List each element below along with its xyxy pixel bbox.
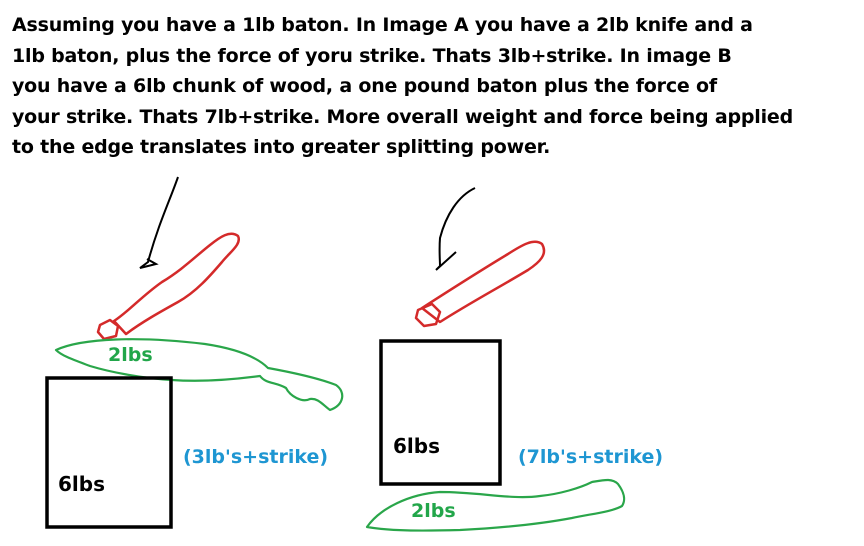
arrow-b bbox=[435, 187, 476, 271]
description-line: Assuming you have a 1lb baton. In Image … bbox=[12, 14, 753, 36]
image-b bbox=[365, 187, 626, 532]
knife-a bbox=[54, 338, 344, 412]
wood-block-a bbox=[45, 376, 173, 529]
description-line: you have a 6lb chunk of wood, a one poun… bbox=[12, 75, 717, 97]
image-a bbox=[45, 176, 344, 529]
total-force-label-a: (3lb's+strike) bbox=[183, 446, 329, 468]
description-line: 1lb baton, plus the force of yoru strike… bbox=[12, 44, 732, 67]
total-force-label-b: (7lb's+strike) bbox=[518, 446, 664, 468]
description-line: your strike. Thats 7lb+strike. More over… bbox=[12, 105, 794, 128]
wood-block-b bbox=[379, 339, 502, 486]
knife-b bbox=[365, 478, 626, 532]
wood-weight-label-b: 6lbs bbox=[393, 434, 440, 458]
knife-weight-label-a: 2lbs bbox=[108, 344, 153, 366]
knife-weight-label-b: 2lbs bbox=[411, 500, 456, 522]
description-text: Assuming you have a 1lb baton. In Image … bbox=[12, 10, 852, 163]
baton-b bbox=[414, 240, 546, 328]
baton-a bbox=[96, 232, 241, 341]
wood-weight-label-a: 6lbs bbox=[58, 472, 105, 496]
description-line: to the edge translates into greater spli… bbox=[12, 136, 551, 158]
arrow-a bbox=[139, 176, 179, 269]
